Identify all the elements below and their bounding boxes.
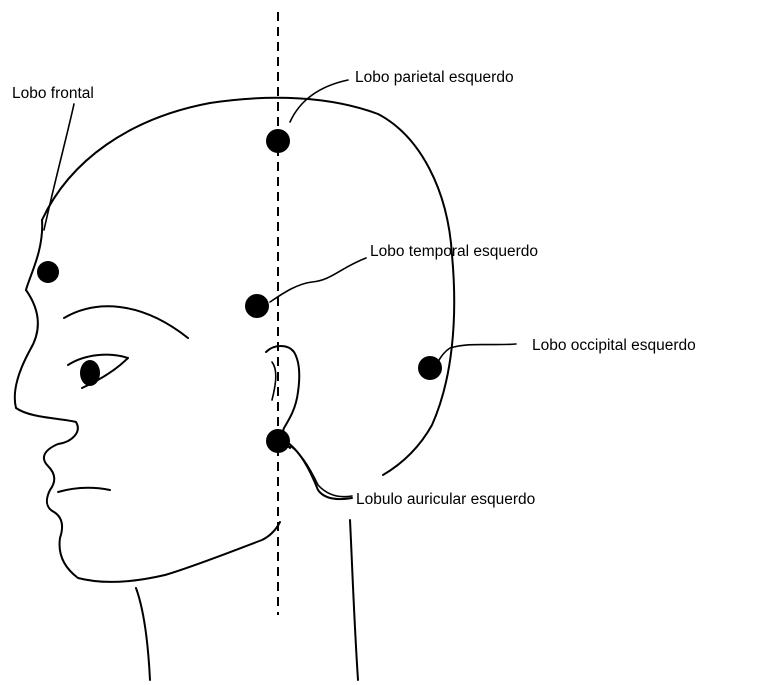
neck-front [136,588,150,680]
face-profile [15,290,280,582]
point-auricular [266,429,290,453]
mouth [58,488,110,492]
leader-auricular [290,446,352,497]
ear-inner [272,362,276,400]
leader-parietal [290,80,348,122]
label-auricular: Lobulo auricular esquerdo [356,491,535,508]
leader-temporal [270,258,366,302]
point-frontal [37,261,59,283]
leader-frontal [44,104,74,230]
point-parietal [266,129,290,153]
label-occipital: Lobo occipital esquerdo [532,337,696,354]
eye-pupil [80,360,100,386]
label-frontal: Lobo frontal [12,85,94,102]
head-outline [42,98,454,475]
point-temporal [245,294,269,318]
label-temporal: Lobo temporal esquerdo [370,243,538,260]
eyebrow [64,306,188,338]
neck-back [350,520,358,680]
label-parietal: Lobo parietal esquerdo [355,69,514,86]
forehead-outline [26,220,42,290]
